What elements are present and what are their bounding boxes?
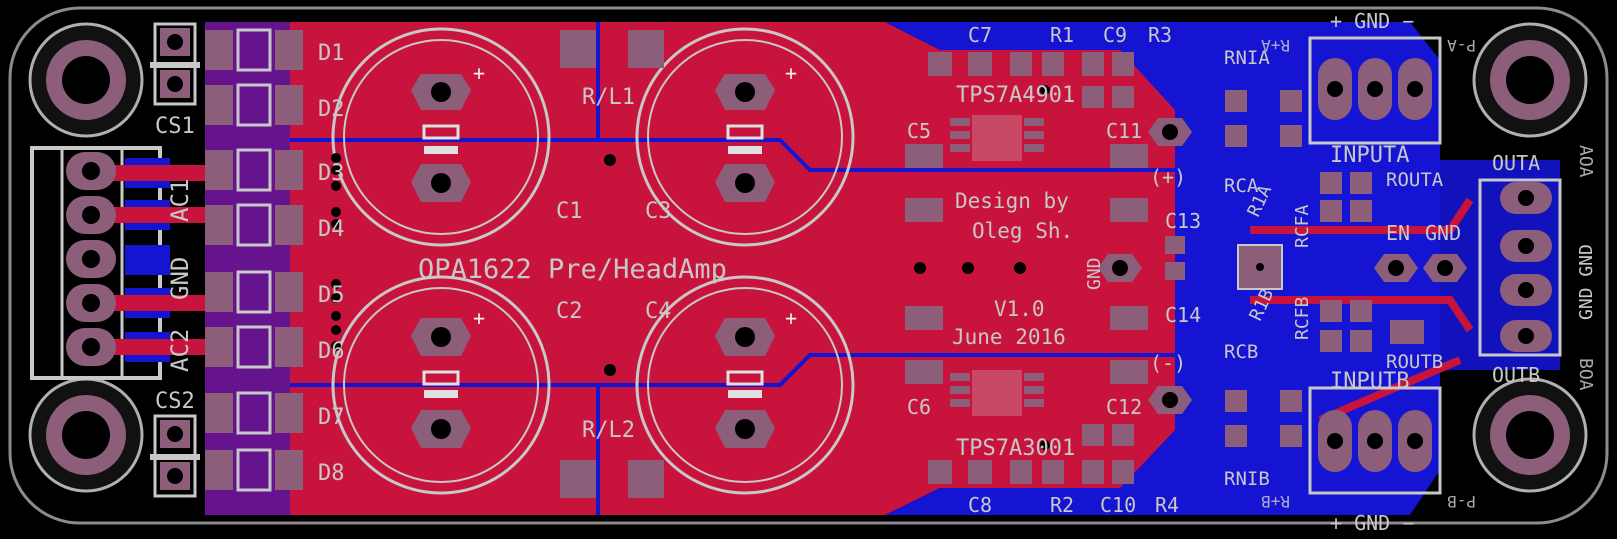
test-points [1098,118,1467,414]
label-gnd-en: GND [1425,221,1461,245]
label-d3: D3 [318,161,345,186]
label-c14: C14 [1165,303,1201,327]
label-c2: C2 [556,299,583,324]
label-c6: C6 [907,395,931,419]
label-cs1: CS1 [155,114,195,139]
plus-c4: + [785,306,797,330]
label-rcfa: RCFA [1292,204,1313,248]
label-r4: R4 [1155,493,1179,517]
label-d5: D5 [318,283,345,308]
plus-c2: + [473,306,485,330]
label-outb: OUTB [1492,363,1540,387]
label-pb: P-B [1447,492,1476,511]
output-connector [1478,178,1562,357]
vias [331,85,1050,450]
rl-pads [560,30,664,498]
label-d4: D4 [318,217,345,242]
smd-pads [905,52,1424,484]
label-d1: D1 [318,41,345,66]
label-gnd-ac: GND [166,257,194,300]
traces [290,22,1320,515]
label-d7: D7 [318,405,345,430]
label-input-hdr-top: + GND − [1330,9,1414,33]
label-d6: D6 [318,339,345,364]
label-minus-tp: (-) [1150,351,1186,375]
label-rb-plus: R+B [1261,492,1290,511]
electrolytic-capacitors [331,27,855,495]
opamp-ic [1237,244,1283,290]
label-u-pos: TPS7A4901 [956,83,1075,108]
label-c4: C4 [645,299,672,324]
label-out-side-b: BOA [1575,358,1596,391]
label-inputb: INPUTB [1330,369,1409,394]
label-rnia: RNIA [1224,47,1270,69]
label-ac1: AC1 [166,179,194,222]
label-rnib: RNIB [1224,468,1270,490]
diode-pads [205,30,303,490]
label-r1: R1 [1050,23,1074,47]
label-outa: OUTA [1492,151,1540,175]
label-c12: C12 [1106,395,1142,419]
label-out-side-a: AOA [1575,145,1596,178]
label-c1: C1 [556,199,583,224]
label-gnd-tp: GND [1084,257,1105,290]
mounting-holes [28,22,1588,493]
label-d8: D8 [318,461,345,486]
board-version: V1.0 [994,297,1045,321]
board-title: OPA1622 Pre/HeadAmp [418,254,727,285]
plus-c3: + [785,61,797,85]
credit-line1: Design by [955,189,1069,213]
label-r3: R3 [1148,23,1172,47]
label-c5: C5 [907,119,931,143]
label-d2: D2 [318,97,345,122]
label-c10: C10 [1100,493,1136,517]
silkscreen-labels: D1 D2 D3 D4 D5 D6 D7 D8 CS1 CS2 AC1 GND … [155,9,1597,535]
board-date: June 2016 [952,325,1066,349]
cs-capacitors [150,22,200,498]
label-out-side: GND GND [1576,244,1597,320]
label-u-neg: TPS7A3001 [956,436,1075,461]
plus-c1: + [473,61,485,85]
label-input-hdr-bot: + GND − [1330,511,1414,535]
label-rcfb: RCFB [1292,297,1313,340]
label-rcb: RCB [1224,341,1258,363]
label-plus-tp: (+) [1150,165,1186,189]
label-rl1: R/L1 [582,85,635,110]
regulators [950,115,1044,416]
ac-input-connector [30,146,208,380]
label-r2: R2 [1050,493,1074,517]
label-c13: C13 [1165,209,1201,233]
label-cs2: CS2 [155,389,195,414]
label-ac2: AC2 [166,329,194,372]
diode-bodies [236,28,272,492]
label-c3: C3 [645,199,672,224]
input-connectors [1308,36,1442,495]
label-rca: RCA [1224,175,1259,197]
label-c7: C7 [968,23,992,47]
label-en: EN [1386,221,1410,245]
top-traces [1250,197,1474,424]
label-pa: P-A [1447,36,1476,55]
label-inputa: INPUTA [1330,143,1409,168]
label-c9: C9 [1103,23,1127,47]
credit-line2: Oleg Sh. [972,219,1073,243]
label-rl2: R/L2 [582,418,635,443]
label-routb: ROUTB [1386,351,1443,373]
label-routa: ROUTA [1386,169,1444,191]
label-c8: C8 [968,493,992,517]
label-c11: C11 [1106,119,1142,143]
label-ra-plus: R+A [1261,36,1290,55]
